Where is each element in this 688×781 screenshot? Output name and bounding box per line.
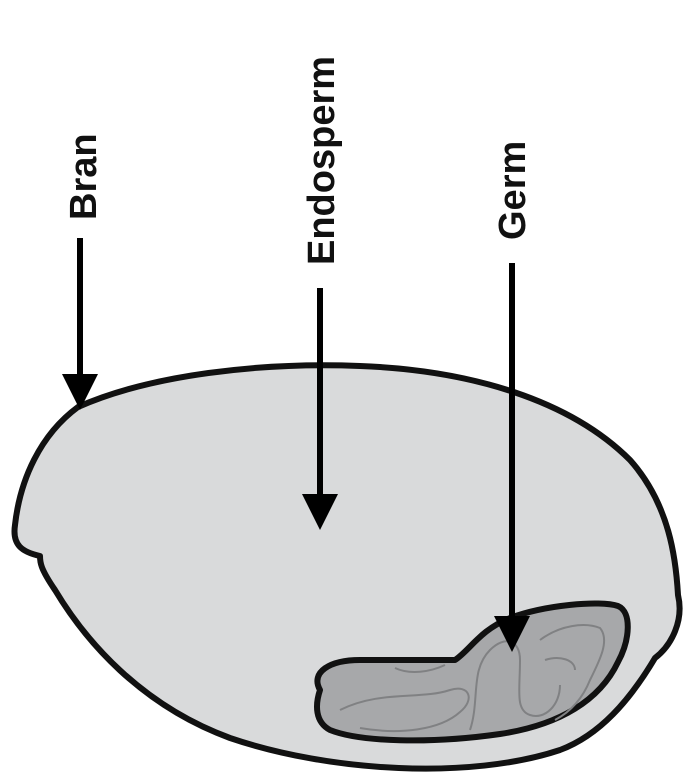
endosperm-label: Endosperm [301, 56, 343, 265]
bran-label: Bran [63, 133, 105, 220]
germ-label: Germ [492, 141, 534, 240]
